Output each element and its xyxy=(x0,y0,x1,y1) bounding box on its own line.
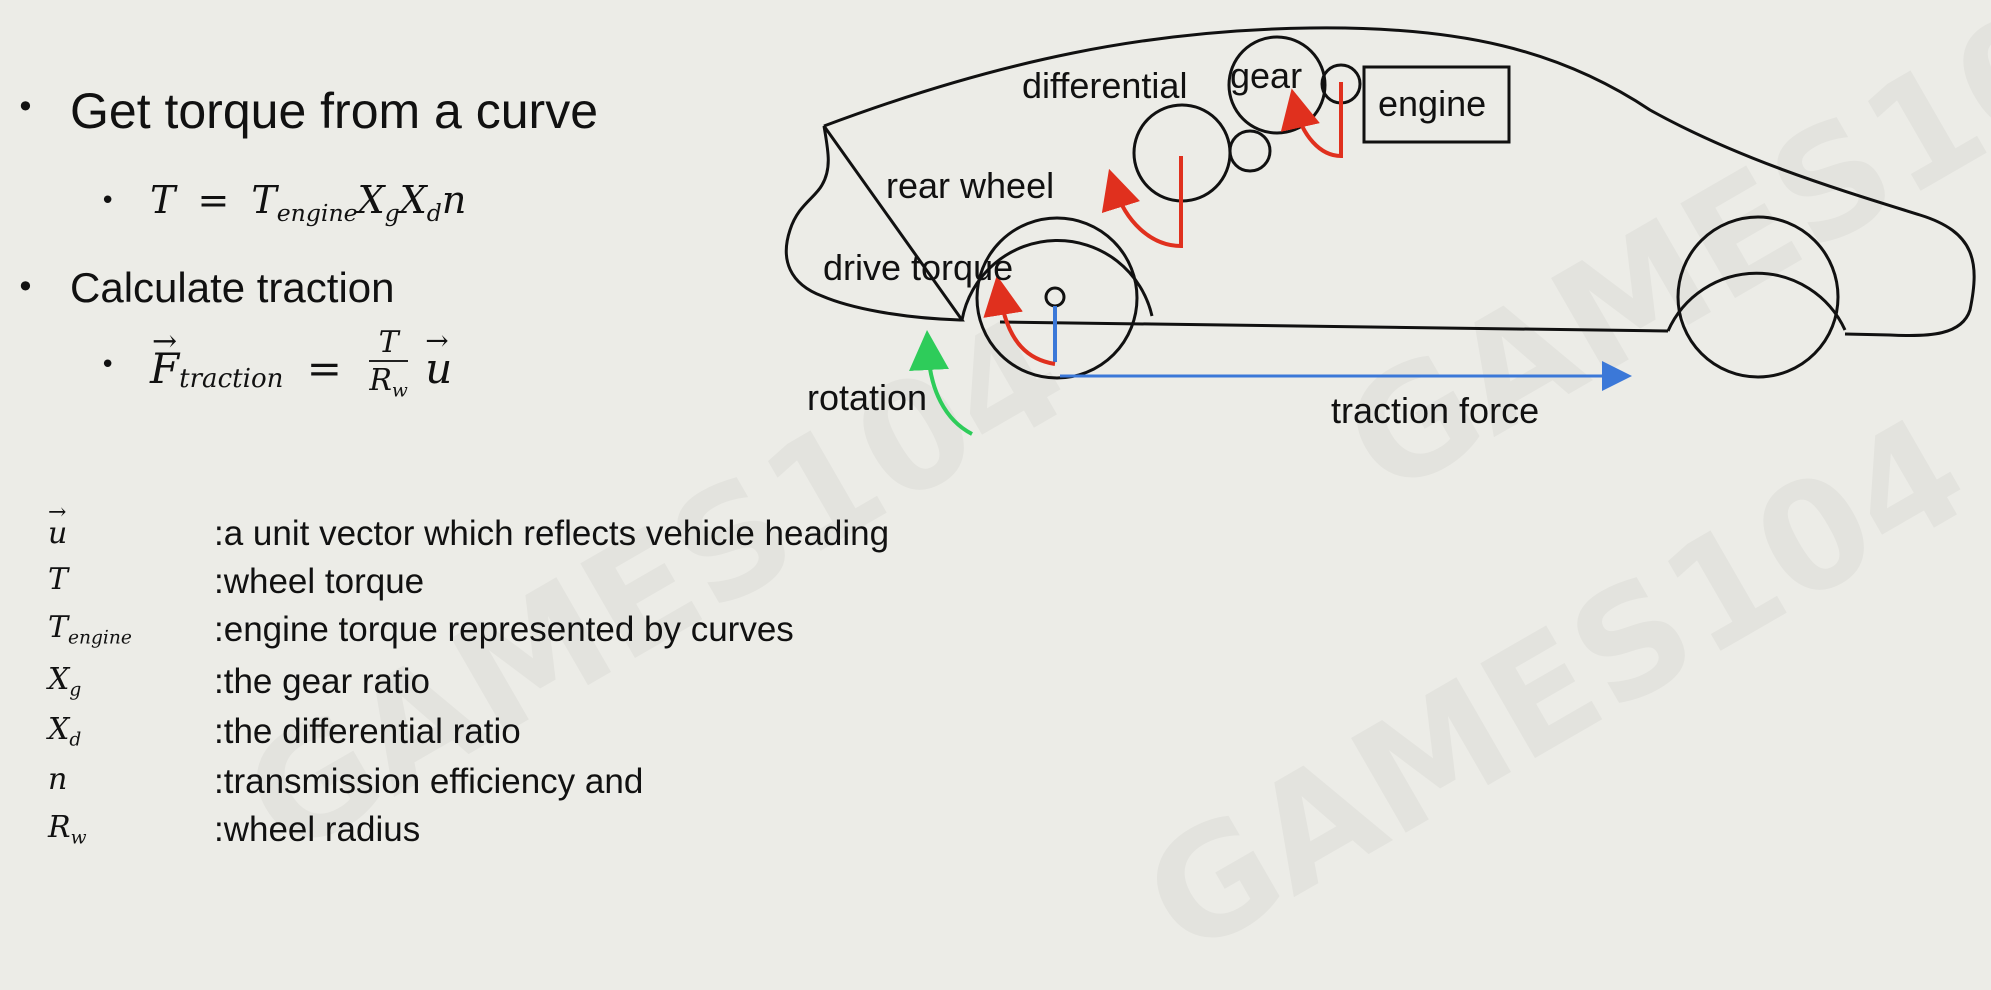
definition-text: :wheel torque xyxy=(214,562,425,601)
idler-gear xyxy=(1228,129,1272,173)
label-traction-force: traction force xyxy=(1331,390,1539,431)
car-body-outline xyxy=(784,26,1976,338)
fraction: T Rw xyxy=(369,325,408,402)
bullet-dot: • xyxy=(16,268,35,306)
definition-symbol: T xyxy=(48,562,69,597)
bullet-dot: • xyxy=(100,186,116,216)
definition-symbol: Xd xyxy=(48,712,82,751)
rotation-arrow xyxy=(909,330,973,436)
bullet-get-torque: Get torque from a curve xyxy=(70,83,599,139)
label-engine: engine xyxy=(1378,83,1486,124)
definition-symbol: n xyxy=(48,762,68,797)
definition-text: :the differential ratio xyxy=(214,712,521,751)
bullet-dot: • xyxy=(16,88,35,126)
torque-formula: T = TengineXgXdn xyxy=(150,178,467,228)
definition-symbol: u→ xyxy=(48,500,68,551)
bullet-calculate-traction: Calculate traction xyxy=(70,264,395,311)
rear-axle xyxy=(1044,286,1066,308)
label-gear: gear xyxy=(1230,55,1302,96)
definition-text: :a unit vector which reflects vehicle he… xyxy=(214,514,890,553)
bullet-dot: • xyxy=(100,350,116,380)
car-diagram: differential gear engine rear wheel driv… xyxy=(784,26,1976,436)
differential-torque-arrow xyxy=(1101,156,1183,249)
front-wheel xyxy=(1676,215,1840,379)
label-rotation: rotation xyxy=(807,377,927,418)
definition-text: :wheel radius xyxy=(214,810,421,849)
definition-text: :the gear ratio xyxy=(214,662,430,701)
engine-torque-arrow xyxy=(1280,82,1343,159)
definition-text: :engine torque represented by curves xyxy=(214,610,794,649)
traction-formula: F→traction = T Rw u→ xyxy=(150,324,452,411)
definition-symbol: Tengine xyxy=(48,610,132,649)
definition-symbol: Rw xyxy=(48,810,87,849)
rear-wheel xyxy=(975,216,1139,380)
label-rear-wheel: rear wheel xyxy=(886,165,1054,206)
front-wheel-arch xyxy=(1666,271,1847,332)
label-differential: differential xyxy=(1022,65,1187,106)
definition-symbol: Xg xyxy=(48,662,82,701)
engine-box xyxy=(1362,65,1511,144)
gearbox-gear xyxy=(1227,35,1327,135)
label-drive-torque: drive torque xyxy=(823,247,1013,288)
wheel-torque-arrow xyxy=(983,275,1056,366)
definition-text: :transmission efficiency and xyxy=(214,762,644,801)
